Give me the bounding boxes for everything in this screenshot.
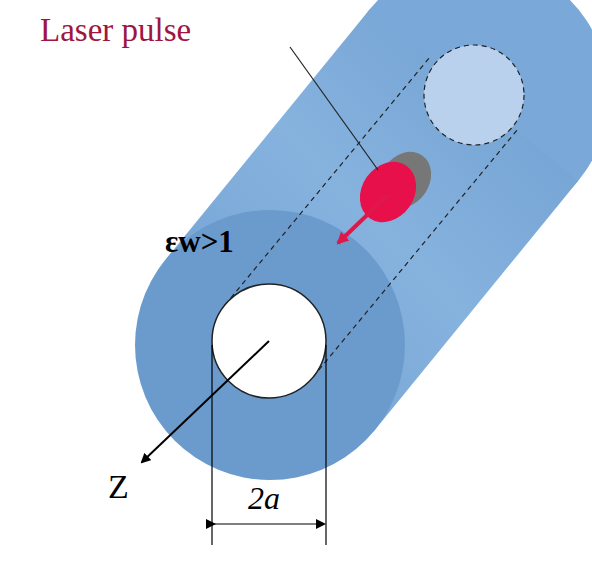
leader-line [290, 47, 378, 170]
dimension-2a [212, 345, 326, 545]
tube-body [135, 0, 592, 480]
laser-pulse [338, 142, 442, 243]
axis-label: Z [108, 470, 129, 504]
dimension-label: 2a [248, 482, 280, 514]
permittivity-label: εw>1 [165, 226, 234, 257]
z-axis [142, 341, 269, 462]
leader-label: Laser pulse [40, 14, 191, 47]
